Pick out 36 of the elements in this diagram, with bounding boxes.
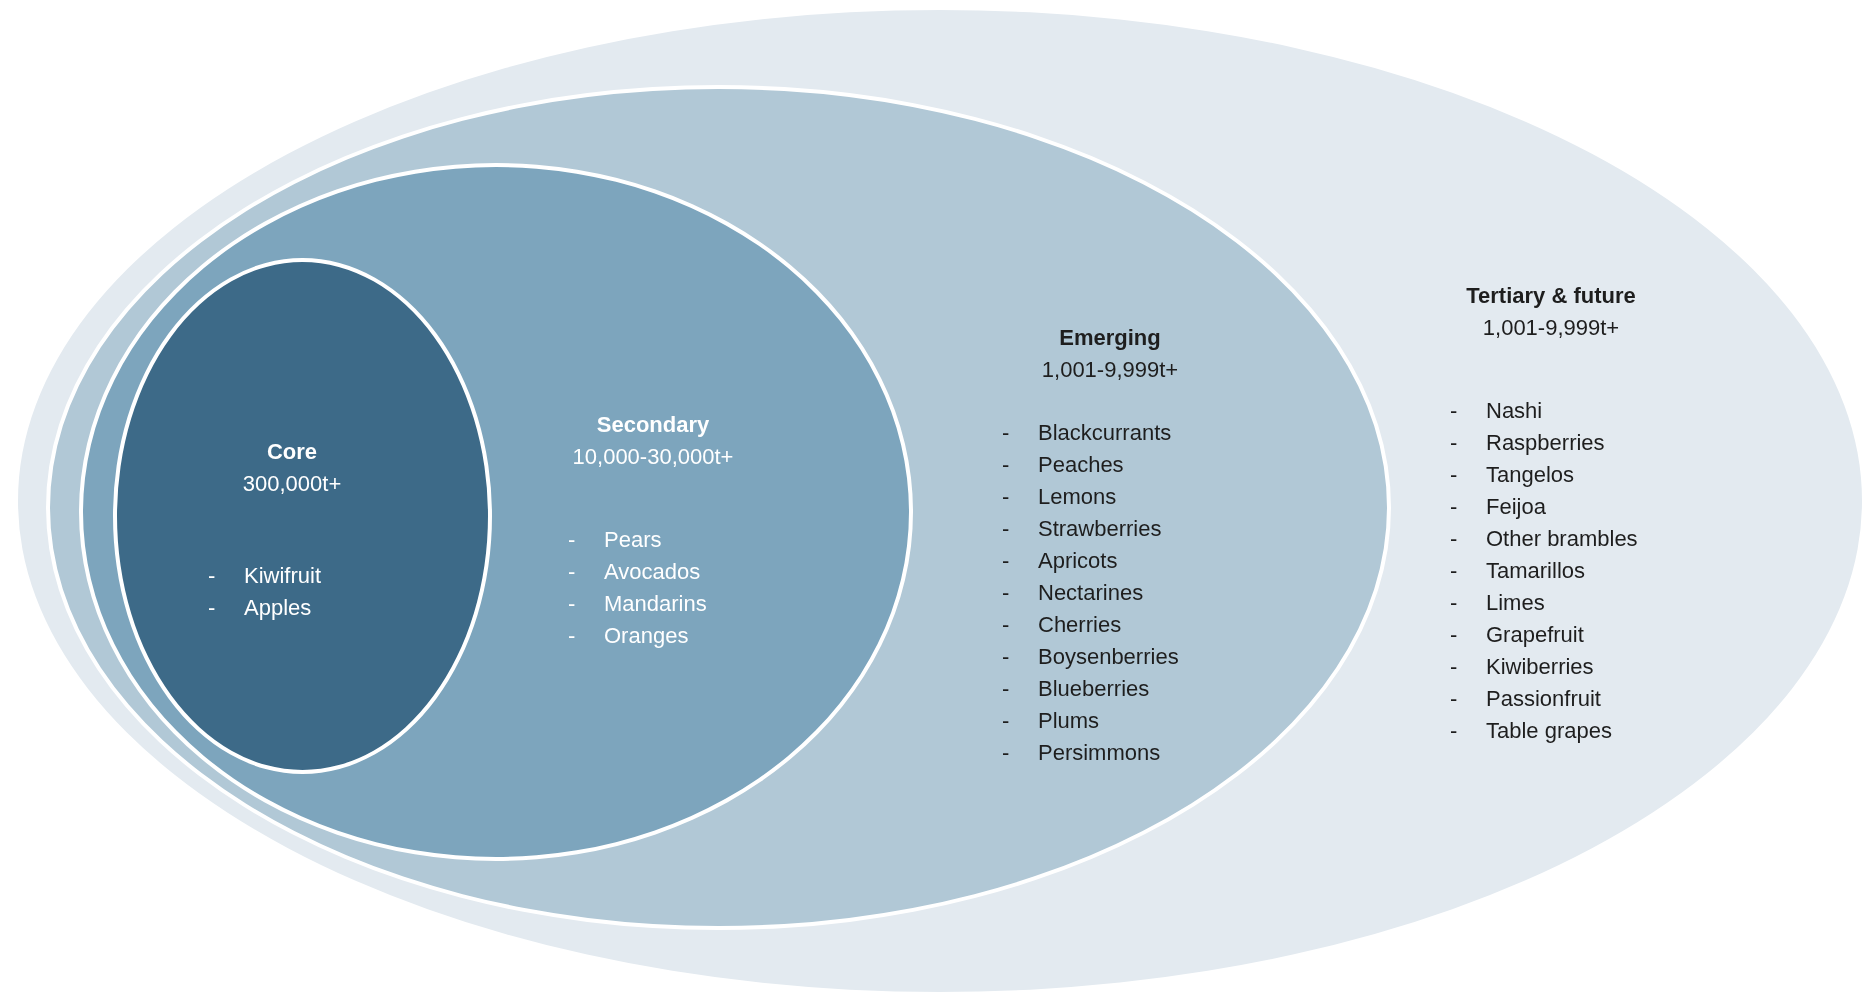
fruit-list-item: - Grapefruit <box>1450 621 1584 649</box>
tier-heading: Secondary <box>596 411 710 439</box>
fruit-list-item: - Avocados <box>568 558 701 586</box>
fruit-list-item: - Strawberries <box>1002 515 1162 543</box>
volume-text: 1,001-9,999t+ <box>1482 314 1620 342</box>
fruit-list-item: - Raspberries <box>1450 429 1605 457</box>
fruit-list-item: - Blackcurrants <box>1002 419 1172 447</box>
fruit-list-item: - Kiwifruit <box>208 562 321 590</box>
fruit-list-item: - Table grapes <box>1450 717 1612 745</box>
fruit-list-item: - Apricots <box>1002 547 1118 575</box>
fruit-list-item: - Oranges <box>568 622 689 650</box>
fruit-list-item: - Blueberries <box>1002 675 1150 703</box>
volume-text: 1,001-9,999t+ <box>1041 356 1179 384</box>
fruit-list-item: - Peaches <box>1002 451 1124 479</box>
fruit-list-item: - Boysenberries <box>1002 643 1179 671</box>
fruit-list-item: - Other brambles <box>1450 525 1638 553</box>
fruit-list-item: - Tangelos <box>1450 461 1575 489</box>
fruit-list-item: - Tamarillos <box>1450 557 1586 585</box>
fruit-list-item: - Lemons <box>1002 483 1117 511</box>
fruit-list-item: - Passionfruit <box>1450 685 1601 713</box>
fruit-list-item: - Pears <box>568 526 662 554</box>
fruit-list-item: - Kiwiberries <box>1450 653 1594 681</box>
volume-text: 300,000t+ <box>242 470 342 498</box>
fruit-list-item: - Nectarines <box>1002 579 1144 607</box>
fruit-list-item: - Cherries <box>1002 611 1122 639</box>
fruit-list-item: - Apples <box>208 594 312 622</box>
tier-heading: Emerging <box>1059 324 1161 352</box>
fruit-list-item: - Plums <box>1002 707 1100 735</box>
fruit-list-item: - Nashi <box>1450 397 1543 425</box>
fruit-list-item: - Feijoa <box>1450 493 1546 521</box>
tier-heading: Tertiary & future <box>1466 282 1636 310</box>
tier-heading: Core <box>266 438 318 466</box>
fruit-list-item: - Mandarins <box>568 590 707 618</box>
fruit-list-item: - Persimmons <box>1002 739 1161 767</box>
volume-text: 10,000-30,000t+ <box>572 443 734 471</box>
fruit-list-item: - Limes <box>1450 589 1545 617</box>
